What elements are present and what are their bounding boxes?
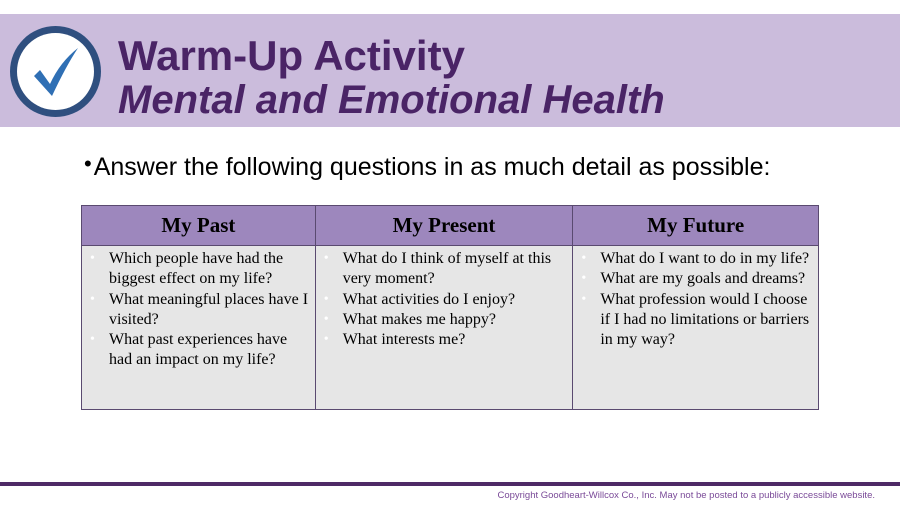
list-item: What profession would I choose if I had … [581,290,814,351]
list-item: What past experiences have had an impact… [90,330,311,371]
present-questions-cell: What do I think of myself at this very m… [314,245,574,410]
title-banner [0,14,900,127]
instruction-label: Answer the following questions in as muc… [93,153,771,181]
list-item: What makes me happy? [324,310,569,331]
list-item: What do I think of myself at this very m… [324,249,569,290]
column-header-present: My Present [314,205,574,246]
slide-title: Warm-Up Activity [118,32,465,79]
footer-divider [0,482,900,486]
top-strip [0,0,900,14]
table-row: Which people have had the biggest effect… [81,245,819,410]
table-header-row: My Past My Present My Future [81,205,819,246]
list-item: Which people have had the biggest effect… [90,249,311,290]
instruction-bullet: • [84,151,92,176]
slide-subtitle: Mental and Emotional Health [118,78,665,122]
future-questions-cell: What do I want to do in my life? What ar… [572,245,819,410]
reflection-table: My Past My Present My Future Which peopl… [81,205,819,410]
past-questions-cell: Which people have had the biggest effect… [81,245,316,410]
list-item: What activities do I enjoy? [324,290,569,311]
instruction-text: • Answer the following questions in as m… [84,152,770,182]
list-item: What are my goals and dreams? [581,269,814,290]
column-header-future: My Future [572,205,819,246]
checkmark-badge [10,26,101,117]
list-item: What meaningful places have I visited? [90,290,311,331]
column-header-past: My Past [81,205,316,246]
checkmark-icon [33,47,78,96]
list-item: What interests me? [324,330,569,351]
copyright-notice: Copyright Goodheart-Willcox Co., Inc. Ma… [497,490,875,501]
list-item: What do I want to do in my life? [581,249,814,270]
